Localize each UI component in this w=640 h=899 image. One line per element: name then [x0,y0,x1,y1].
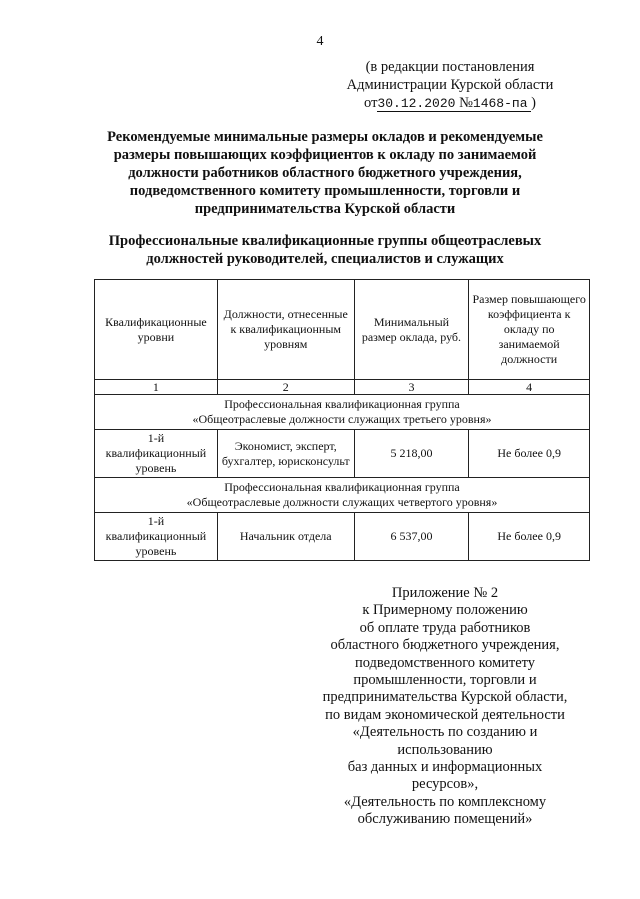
edition-from: от [364,95,378,111]
appendix-line: промышленности, торговли и [353,672,537,689]
column-number: 1 [94,379,218,395]
appendix-line: об оплате труда работников [359,619,531,636]
appendix-line: ресурсов», [411,776,479,793]
appendix-line: баз данных и информационных [347,759,543,776]
appendix-line: «Деятельность по созданию и [352,724,538,741]
group-title-line-2: «Общеотраслевые должности служащих треть… [192,412,492,426]
group-title-line-1: Профессиональная квалификационная группа [224,480,460,494]
appendix-line: использованию [397,741,493,758]
appendix-note: Приложение № 2 к Примерному положению об… [300,585,590,829]
page-number: 4 [316,34,324,49]
document-title: Рекомендуемые минимальные размеры окладо… [107,129,543,217]
coefficient: Не более 0,9 [468,512,590,561]
group-title: Профессиональная квалификационная группа… [94,394,590,430]
header-min-salary: Минимальный размер оклада, руб. [353,279,470,380]
section-subtitle: Профессиональные квалификационные группы… [108,233,542,267]
edition-line-1: (в редакции постановления [365,59,535,75]
table-header-row: Квалификационные уровни Должности, отнес… [94,279,590,380]
header-coefficient: Размер повышающего коэффициента к окладу… [468,279,590,380]
table-row: 1-й квалификационный уровень Экономист, … [94,429,590,478]
column-number: 2 [216,379,355,395]
appendix-line: «Деятельность по комплексному [343,793,547,810]
appendix-line: предпринимательства Курской области, [322,689,568,706]
appendix-line: Приложение № 2 [391,585,499,601]
qualification-level: 1-й квалификационный уровень [94,429,218,478]
column-number: 3 [353,379,470,395]
edition-line-2: Администрации Курской области [346,77,554,93]
min-salary: 6 537,00 [353,512,470,561]
group-title-line-1: Профессиональная квалификационная группа [224,397,460,411]
positions: Экономист, эксперт, бухгалтер, юрисконсу… [216,429,355,478]
group-title-line-2: «Общеотраслевые должности служащих четве… [186,495,498,509]
appendix-line: по видам экономической деятельности [325,706,565,723]
edition-date: 30.12.2020 [377,96,456,111]
coefficient: Не более 0,9 [468,429,590,478]
edition-line-3: от30.12.2020 №1468-па ) [330,94,570,113]
header-positions: Должности, отнесенные к квалификационным… [216,279,355,380]
edition-note: (в редакции постановления Администрации … [330,58,570,113]
positions: Начальник отдела [216,512,355,561]
group-title-row: Профессиональная квалификационная группа… [94,394,590,430]
column-number: 4 [468,379,590,395]
edition-number: 1468-па [472,96,528,111]
min-salary: 5 218,00 [353,429,470,478]
appendix-line: подведомственного комитету [354,654,536,671]
qualification-table: Квалификационные уровни Должности, отнес… [94,279,590,561]
table-column-numbers: 1 2 3 4 [94,379,590,395]
qualification-level: 1-й квалификационный уровень [94,512,218,561]
appendix-line: обслуживанию помещений» [357,811,533,828]
group-title-row: Профессиональная квалификационная группа… [94,477,590,513]
edition-no-sign: № [459,95,473,111]
appendix-line: к Примерному положению [362,602,528,619]
group-title: Профессиональная квалификационная группа… [94,477,590,513]
header-levels: Квалификационные уровни [94,279,218,380]
edition-close: ) [531,95,536,111]
appendix-line: областного бюджетного учреждения, [330,637,560,654]
table-row: 1-й квалификационный уровень Начальник о… [94,512,590,561]
